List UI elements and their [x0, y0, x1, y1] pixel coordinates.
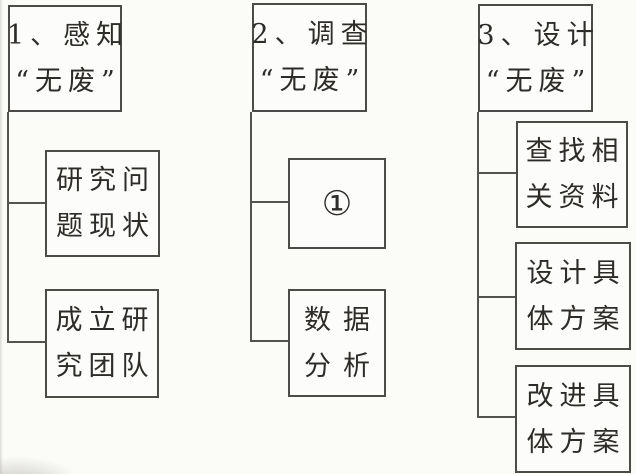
- stage2-title-box: 2、调查 “无废”: [251, 3, 368, 112]
- scan-edge-shadow: [0, 0, 3, 474]
- stage1-branch-line-1: [7, 202, 45, 204]
- step-text-line1: 研究问: [56, 165, 155, 197]
- stage1-branch-line-2: [7, 341, 45, 343]
- step-text-line2: 关资料: [525, 181, 625, 213]
- circled-one-placeholder: ①: [321, 183, 359, 224]
- stage3-title-box: 3、设计 “无废”: [477, 4, 594, 112]
- step-text-line2: 究团队: [55, 351, 155, 383]
- stage2-step-data-analysis-box: 数据 分析: [288, 289, 386, 397]
- stage3-branch-line-3: [477, 416, 515, 418]
- stage2-step-placeholder-blank-box: ①: [288, 158, 386, 249]
- stage3-branch-line-2: [477, 296, 515, 298]
- step-text-line2: 体方案: [526, 303, 626, 335]
- stage1-step-form-team-box: 成立研 究团队: [45, 289, 159, 398]
- scan-smudge-artifact: [0, 456, 80, 474]
- stage3-step-design-plan-box: 设计具 体方案: [515, 242, 631, 350]
- step-text-line2: 分析: [304, 350, 382, 382]
- stage3-step-find-materials-box: 查找相 关资料: [516, 121, 628, 228]
- step-text-line2: 题现状: [56, 210, 155, 242]
- stage1-title-box: 1、感知 “无废”: [7, 5, 123, 112]
- stage2-branch-vertical-line: [250, 112, 252, 342]
- step-text-line2: 体方案: [526, 426, 626, 458]
- stage3-title-line1: 3、设计: [477, 19, 600, 51]
- stage1-title-line1: 1、感知: [6, 20, 130, 52]
- step-text-line1: 改进具: [526, 380, 626, 412]
- stage3-branch-vertical-line: [477, 112, 479, 418]
- stage1-step-research-problem-box: 研究问 题现状: [45, 150, 160, 257]
- step-text-line1: 成立研: [55, 304, 155, 336]
- stage1-branch-vertical-line: [7, 112, 9, 343]
- stage1-title-line2: “无废”: [15, 65, 121, 97]
- stage2-title-line2: “无废”: [259, 65, 366, 97]
- step-text-line1: 数据: [304, 304, 382, 336]
- stage2-title-line1: 2、调查: [251, 18, 374, 50]
- stage2-branch-line-1: [250, 201, 288, 203]
- stage3-title-line2: “无废”: [485, 65, 592, 97]
- step-text-line1: 设计具: [526, 257, 626, 289]
- stage3-step-improve-plan-box: 改进具 体方案: [515, 365, 631, 473]
- stage3-branch-line-1: [477, 172, 516, 174]
- stage2-branch-line-2: [250, 340, 288, 342]
- step-text-line1: 查找相: [525, 136, 625, 168]
